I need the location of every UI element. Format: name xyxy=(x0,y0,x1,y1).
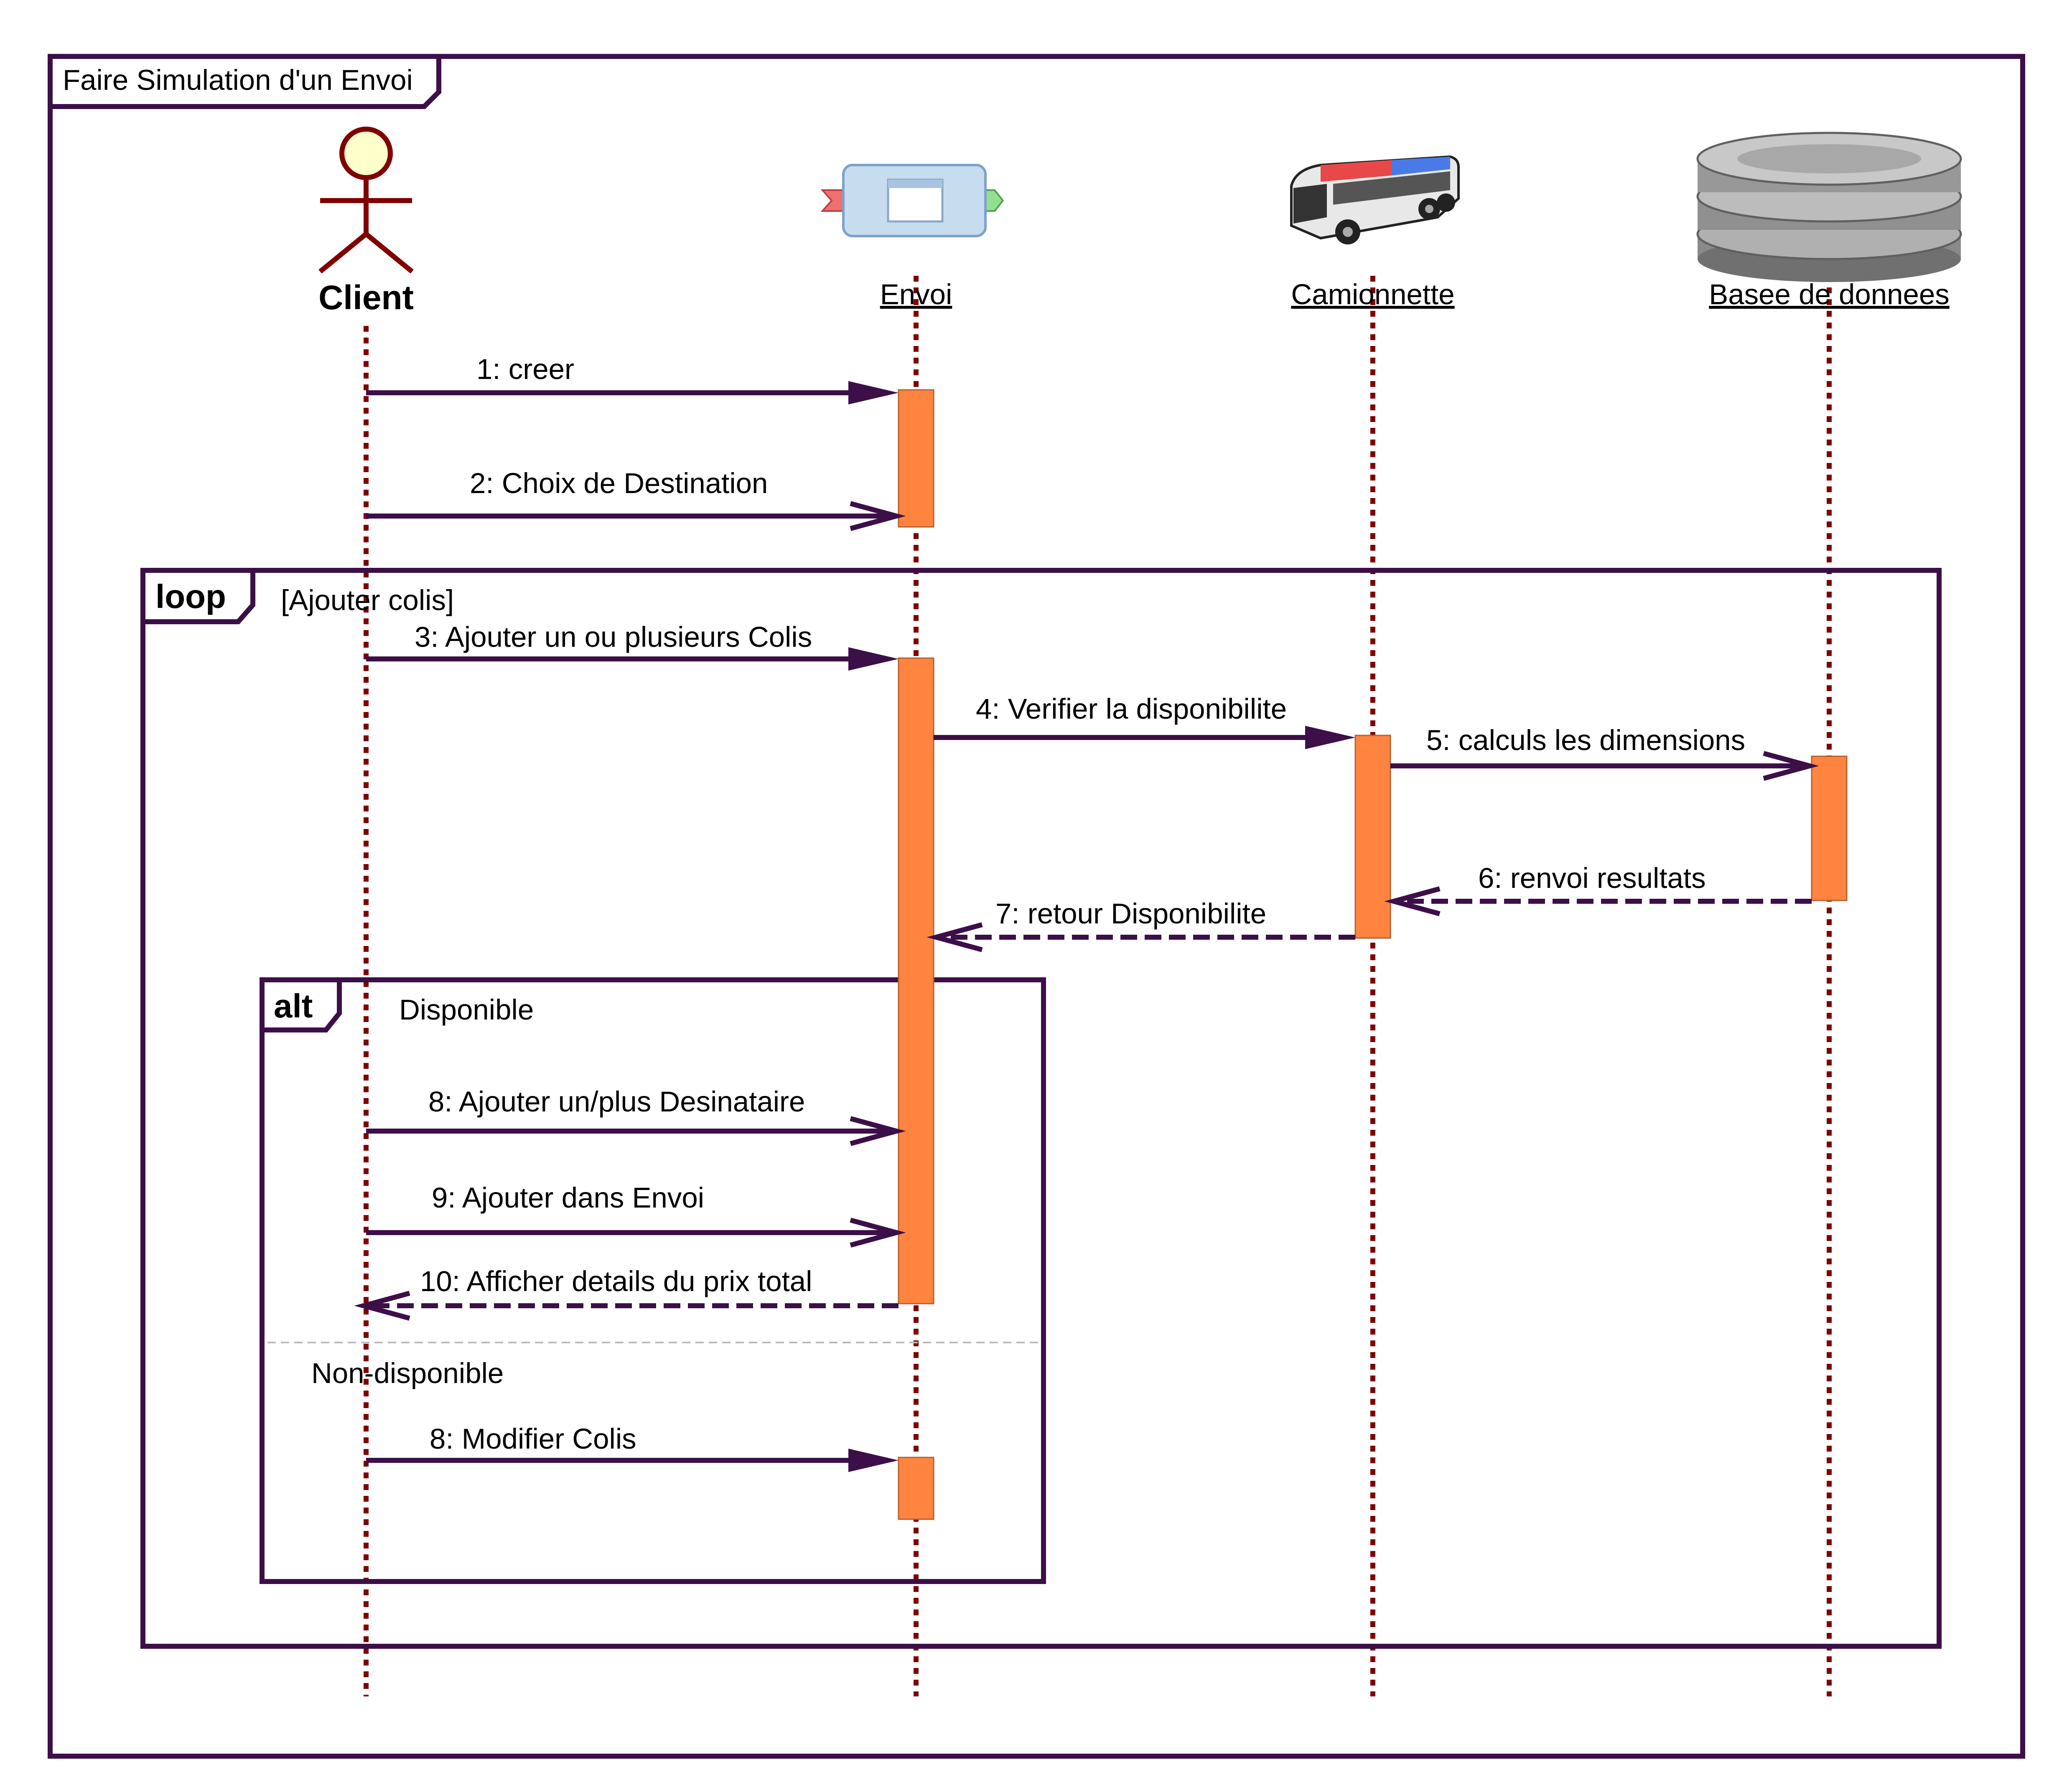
message-4: 4: Verifier la disponibilite xyxy=(934,693,1355,749)
outer-frame: Faire Simulation d'un Envoi xyxy=(48,54,2025,1759)
message-1: 1: creer xyxy=(366,353,899,404)
message-label: 2: Choix de Destination xyxy=(470,467,768,499)
arrowhead-filled xyxy=(1305,726,1355,749)
participant-envoi: Envoi xyxy=(820,164,1004,310)
activation-envoi-2 xyxy=(898,657,934,1304)
activation-envoi-3 xyxy=(898,1457,934,1520)
participant-bdd: Basee de donnees xyxy=(1696,132,1962,310)
arrowhead-open xyxy=(927,922,983,952)
message-6: 6: renvoi resultats xyxy=(1384,862,1812,916)
message-5: 5: calculs les dimensions xyxy=(1390,724,1819,781)
message-label: 7: retour Disponibilite xyxy=(995,898,1266,930)
activation-bdd xyxy=(1811,755,1848,901)
database-icon xyxy=(1696,132,1962,282)
message-label: 4: Verifier la disponibilite xyxy=(976,693,1287,725)
message-label: 10: Afficher details du prix total xyxy=(420,1265,812,1297)
frame-title: Faire Simulation d'un Envoi xyxy=(63,64,413,96)
lifeline-name-bdd: Basee de donnees xyxy=(1709,278,1949,310)
arrowhead-open xyxy=(850,1116,906,1146)
loop-fragment: loop [Ajouter colis] xyxy=(140,568,1942,1649)
loop-keyword: loop xyxy=(155,578,226,615)
arrowhead-open xyxy=(1384,886,1441,916)
activation-envoi-1 xyxy=(898,389,934,528)
arrowhead-filled xyxy=(848,647,899,671)
message-10: 10: Afficher details du prix total xyxy=(354,1265,899,1321)
message-3: 3: Ajouter un ou plusieurs Colis xyxy=(366,621,899,671)
alt-keyword: alt xyxy=(274,987,313,1025)
arrowhead-open xyxy=(1763,751,1819,781)
arrowhead-open xyxy=(850,1218,906,1248)
alt-fragment: alt Disponible Non-disponible xyxy=(260,977,1046,1584)
bus-icon xyxy=(1290,155,1460,244)
alt-guard-1: Disponible xyxy=(399,994,534,1026)
stick-figure-icon xyxy=(318,127,414,274)
message-8b: 8: Modifier Colis xyxy=(366,1423,899,1472)
lifeline-name-camionnette: Camionnette xyxy=(1291,278,1454,310)
message-label: 8: Ajouter un/plus Desinataire xyxy=(428,1086,805,1118)
activation-camionnette xyxy=(1354,735,1391,939)
alt-guard-2: Non-disponible xyxy=(311,1357,504,1389)
arrowhead-filled xyxy=(848,381,899,404)
message-label: 3: Ajouter un ou plusieurs Colis xyxy=(415,621,812,653)
loop-guard: [Ajouter colis] xyxy=(281,584,454,616)
message-9: 9: Ajouter dans Envoi xyxy=(366,1182,906,1248)
lifeline-name-envoi: Envoi xyxy=(880,278,952,310)
activations xyxy=(898,389,1848,1520)
participant-camionnette: Camionnette xyxy=(1290,155,1460,310)
message-2: 2: Choix de Destination xyxy=(366,467,906,531)
arrowhead-open xyxy=(354,1291,410,1321)
actor-client: Client xyxy=(318,127,414,317)
message-label: 9: Ajouter dans Envoi xyxy=(432,1182,704,1214)
message-label: 8: Modifier Colis xyxy=(430,1423,636,1455)
message-label: 5: calculs les dimensions xyxy=(1426,724,1745,756)
arrowhead-filled xyxy=(848,1449,899,1472)
message-8: 8: Ajouter un/plus Desinataire xyxy=(366,1086,906,1146)
message-label: 6: renvoi resultats xyxy=(1478,862,1706,894)
message-7: 7: retour Disponibilite xyxy=(927,898,1355,952)
message-label: 1: creer xyxy=(476,353,574,385)
arrowhead-open xyxy=(850,501,906,531)
lifeline-name-client: Client xyxy=(318,279,414,317)
window-component-icon xyxy=(820,164,1004,237)
